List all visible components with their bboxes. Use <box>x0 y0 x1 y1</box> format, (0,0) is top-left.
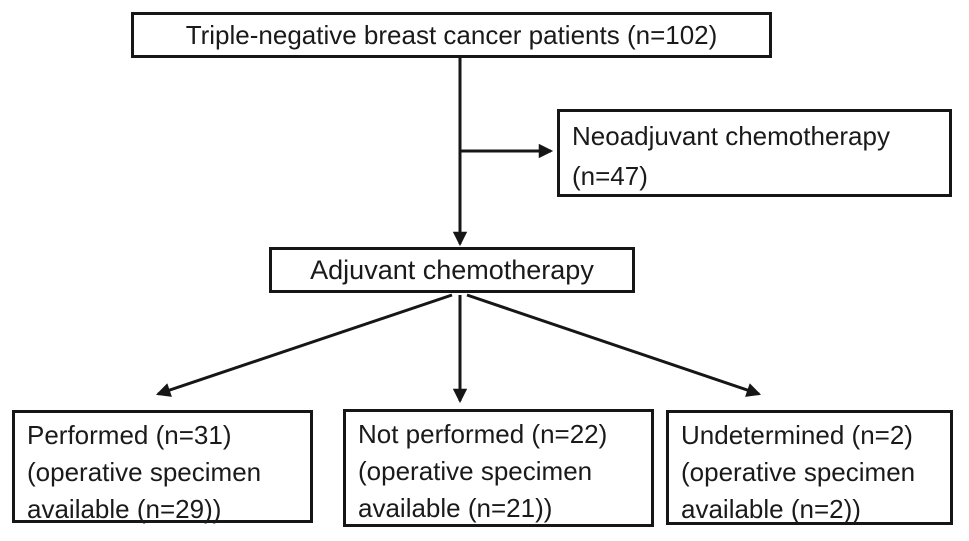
node-not-performed-line-1: Not performed (n=22) <box>358 419 608 449</box>
node-not-performed-line-3: available (n=21)) <box>358 493 553 523</box>
node-undetermined-line-2: (operative specimen <box>681 457 916 487</box>
node-performed-line-3: available (n=29)) <box>27 494 222 524</box>
node-neoadjuvant-line-1: Neoadjuvant chemotherapy <box>572 121 890 151</box>
node-not-performed-line-2: (operative specimen <box>358 456 593 486</box>
node-undetermined: Undetermined (n=2) (operative specimen a… <box>666 410 953 525</box>
node-undetermined-line-1: Undetermined (n=2) <box>681 420 913 450</box>
node-performed-line-2: (operative specimen <box>27 457 262 487</box>
node-root-label: Triple-negative breast cancer patients (… <box>185 19 718 50</box>
node-performed: Performed (n=31) (operative specimen ava… <box>12 410 313 524</box>
node-root: Triple-negative breast cancer patients (… <box>131 12 772 58</box>
node-performed-line-1: Performed (n=31) <box>27 420 232 450</box>
edge-adjuvant-to-undetermined <box>466 293 762 397</box>
node-neoadjuvant: Neoadjuvant chemotherapy (n=47) <box>557 109 952 197</box>
node-adjuvant: Adjuvant chemotherapy <box>269 247 635 293</box>
node-undetermined-line-3: available (n=2)) <box>681 494 861 524</box>
edge-adjuvant-to-performed <box>155 293 453 397</box>
node-not-performed: Not performed (n=22) (operative specimen… <box>343 409 654 527</box>
node-adjuvant-label: Adjuvant chemotherapy <box>310 254 594 285</box>
node-neoadjuvant-line-2: (n=47) <box>572 161 648 191</box>
